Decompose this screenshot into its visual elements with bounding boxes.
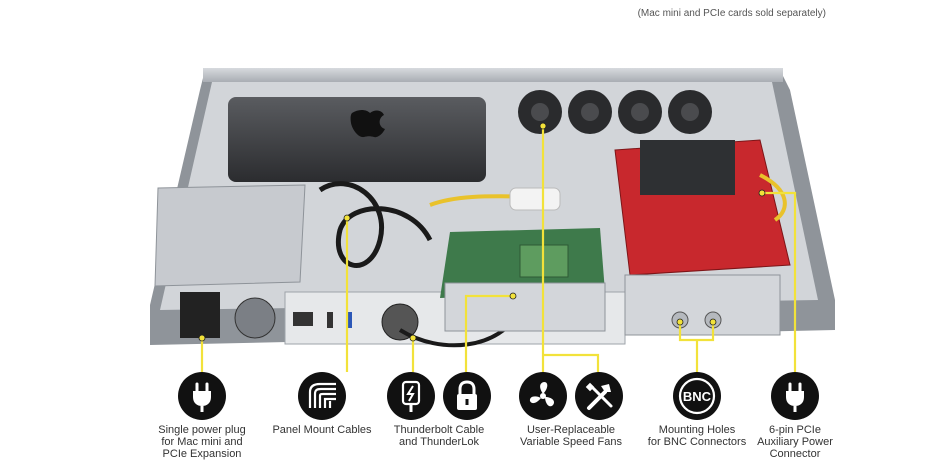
availability-note: (Mac mini and PCIe cards sold separately…: [637, 8, 826, 19]
cooling-fans: [518, 90, 712, 134]
pcie-bracket-green: [444, 282, 606, 332]
feature-fans: User-Replaceable Variable Speed Fans: [508, 372, 634, 448]
callout-leaders: [198, 122, 797, 372]
usb-port: [346, 312, 352, 328]
apple-logo: [350, 110, 385, 138]
feature-power: Single power plug for Mac mini and PCIe …: [137, 372, 267, 460]
aux-power-wires: [759, 173, 787, 222]
caption-line: Mounting Holes: [658, 424, 736, 436]
feature-cables: Panel Mount Cables: [267, 372, 377, 436]
gpu-heatsink: [640, 140, 735, 195]
cable-ferrite: [509, 187, 561, 211]
power-supply: [154, 184, 306, 287]
pcie-bracket-red: [624, 274, 781, 336]
caption-line: Connector: [769, 448, 821, 460]
psu-fan: [234, 297, 276, 339]
pcie-power-plug-icon: [771, 372, 819, 420]
mac-mini: [228, 97, 486, 182]
power-plug-icon: [178, 372, 226, 420]
tools-icon: [575, 372, 624, 420]
caption-line: Single power plug: [158, 424, 246, 436]
caption-line: for BNC Connectors: [647, 436, 747, 448]
rear-rail: [203, 68, 783, 82]
cable-grommet: [381, 303, 419, 341]
caption-line: PCIe Expansion: [162, 448, 242, 460]
padlock-icon: [443, 372, 492, 420]
feature-thunderbolt: Thunderbolt Cable and ThunderLok: [376, 372, 502, 448]
caption-line: 6-pin PCIe: [769, 424, 821, 436]
caption-line: User-Replaceable: [526, 424, 616, 436]
panel-cables-icon: [298, 372, 346, 420]
ethernet-port: [293, 312, 313, 326]
feature-pcie-power: 6-pin PCIe Auxiliary Power Connector: [747, 372, 843, 460]
caption-line: for Mac mini and: [161, 436, 243, 448]
hdmi-port: [327, 312, 333, 328]
bnc-icon: BNC: [673, 372, 721, 420]
caption-line: and ThunderLok: [399, 436, 479, 448]
fan-icon: [518, 372, 567, 420]
caption-line: Variable Speed Fans: [520, 436, 622, 448]
caption-line: Panel Mount Cables: [272, 424, 372, 436]
feature-bnc: BNC Mounting Holes for BNC Connectors: [641, 372, 753, 448]
power-inlet: [180, 292, 220, 338]
panel-cables: [318, 181, 433, 268]
caption-line: Thunderbolt Cable: [393, 424, 485, 436]
svg-text:BNC: BNC: [683, 389, 712, 404]
caption-line: Auxiliary Power: [757, 436, 833, 448]
thunderbolt-cable-icon: [386, 372, 435, 420]
rackmount-chassis-illustration: [150, 68, 835, 372]
